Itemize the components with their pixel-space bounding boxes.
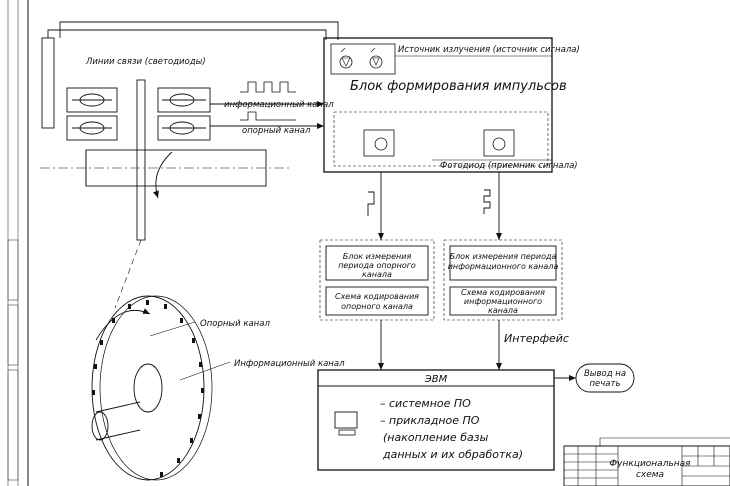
optocoupler-assembly [40, 37, 290, 241]
print-line2: печать [590, 379, 621, 389]
disk-slots [92, 300, 204, 477]
pulse-to-meas-arrows [367, 172, 502, 240]
sw-line2: – прикладное ПО [380, 414, 480, 427]
code-ref-line1: Схема кодирования [335, 292, 419, 301]
disk-ref-label: Опорный канал [200, 319, 270, 329]
code-info-line3: канала [488, 306, 518, 315]
ref-channel-label: опорный канал [242, 126, 311, 136]
source-label: Источник излучения (источник сигнала) [398, 45, 580, 55]
sw-line3: (накопление базы [383, 431, 489, 444]
title-block [563, 437, 730, 486]
pulse-block [323, 37, 553, 173]
computer-block [317, 369, 555, 471]
pulse-block-title: Блок формирования импульсов [350, 79, 567, 94]
code-info-line2: информационного [464, 297, 542, 306]
sw-line1: – системное ПО [380, 397, 471, 410]
photodiode-label: Фотодиод (приемник сигнала) [440, 161, 578, 171]
meas-blocks [319, 239, 563, 321]
sw-line4: данных и их обработка) [382, 448, 523, 461]
encoder-disk [91, 239, 231, 481]
print-terminator [575, 363, 635, 393]
title-line2: схема [636, 470, 664, 480]
comm-lines-label: Линии связи (светодиоды) [85, 57, 206, 67]
info-channel-label: информационный канал [224, 100, 334, 110]
code-ref-line2: опорного канала [341, 302, 413, 311]
print-line1: Вывод на [584, 369, 626, 379]
meas-info-line2: информационного канала [448, 262, 559, 271]
meas-to-computer-arrows [378, 320, 502, 370]
title-line1: Функциональная [609, 459, 691, 469]
frame-binding-strip [7, 0, 19, 486]
disk-info-label: Информационный канал [234, 359, 345, 369]
meas-ref-line2: периода опорного [338, 261, 416, 270]
pulse-waveforms [240, 81, 296, 121]
meas-info-line1: Блок измерения периода [450, 252, 557, 261]
interface-label: Интерфейс [504, 332, 569, 345]
meas-ref-line3: канала [362, 270, 392, 279]
code-info-line1: Схема кодирования [461, 288, 545, 297]
meas-ref-line1: Блок измерения [343, 252, 412, 261]
wires-top [47, 21, 339, 129]
computer-title: ЭВМ [424, 374, 448, 385]
